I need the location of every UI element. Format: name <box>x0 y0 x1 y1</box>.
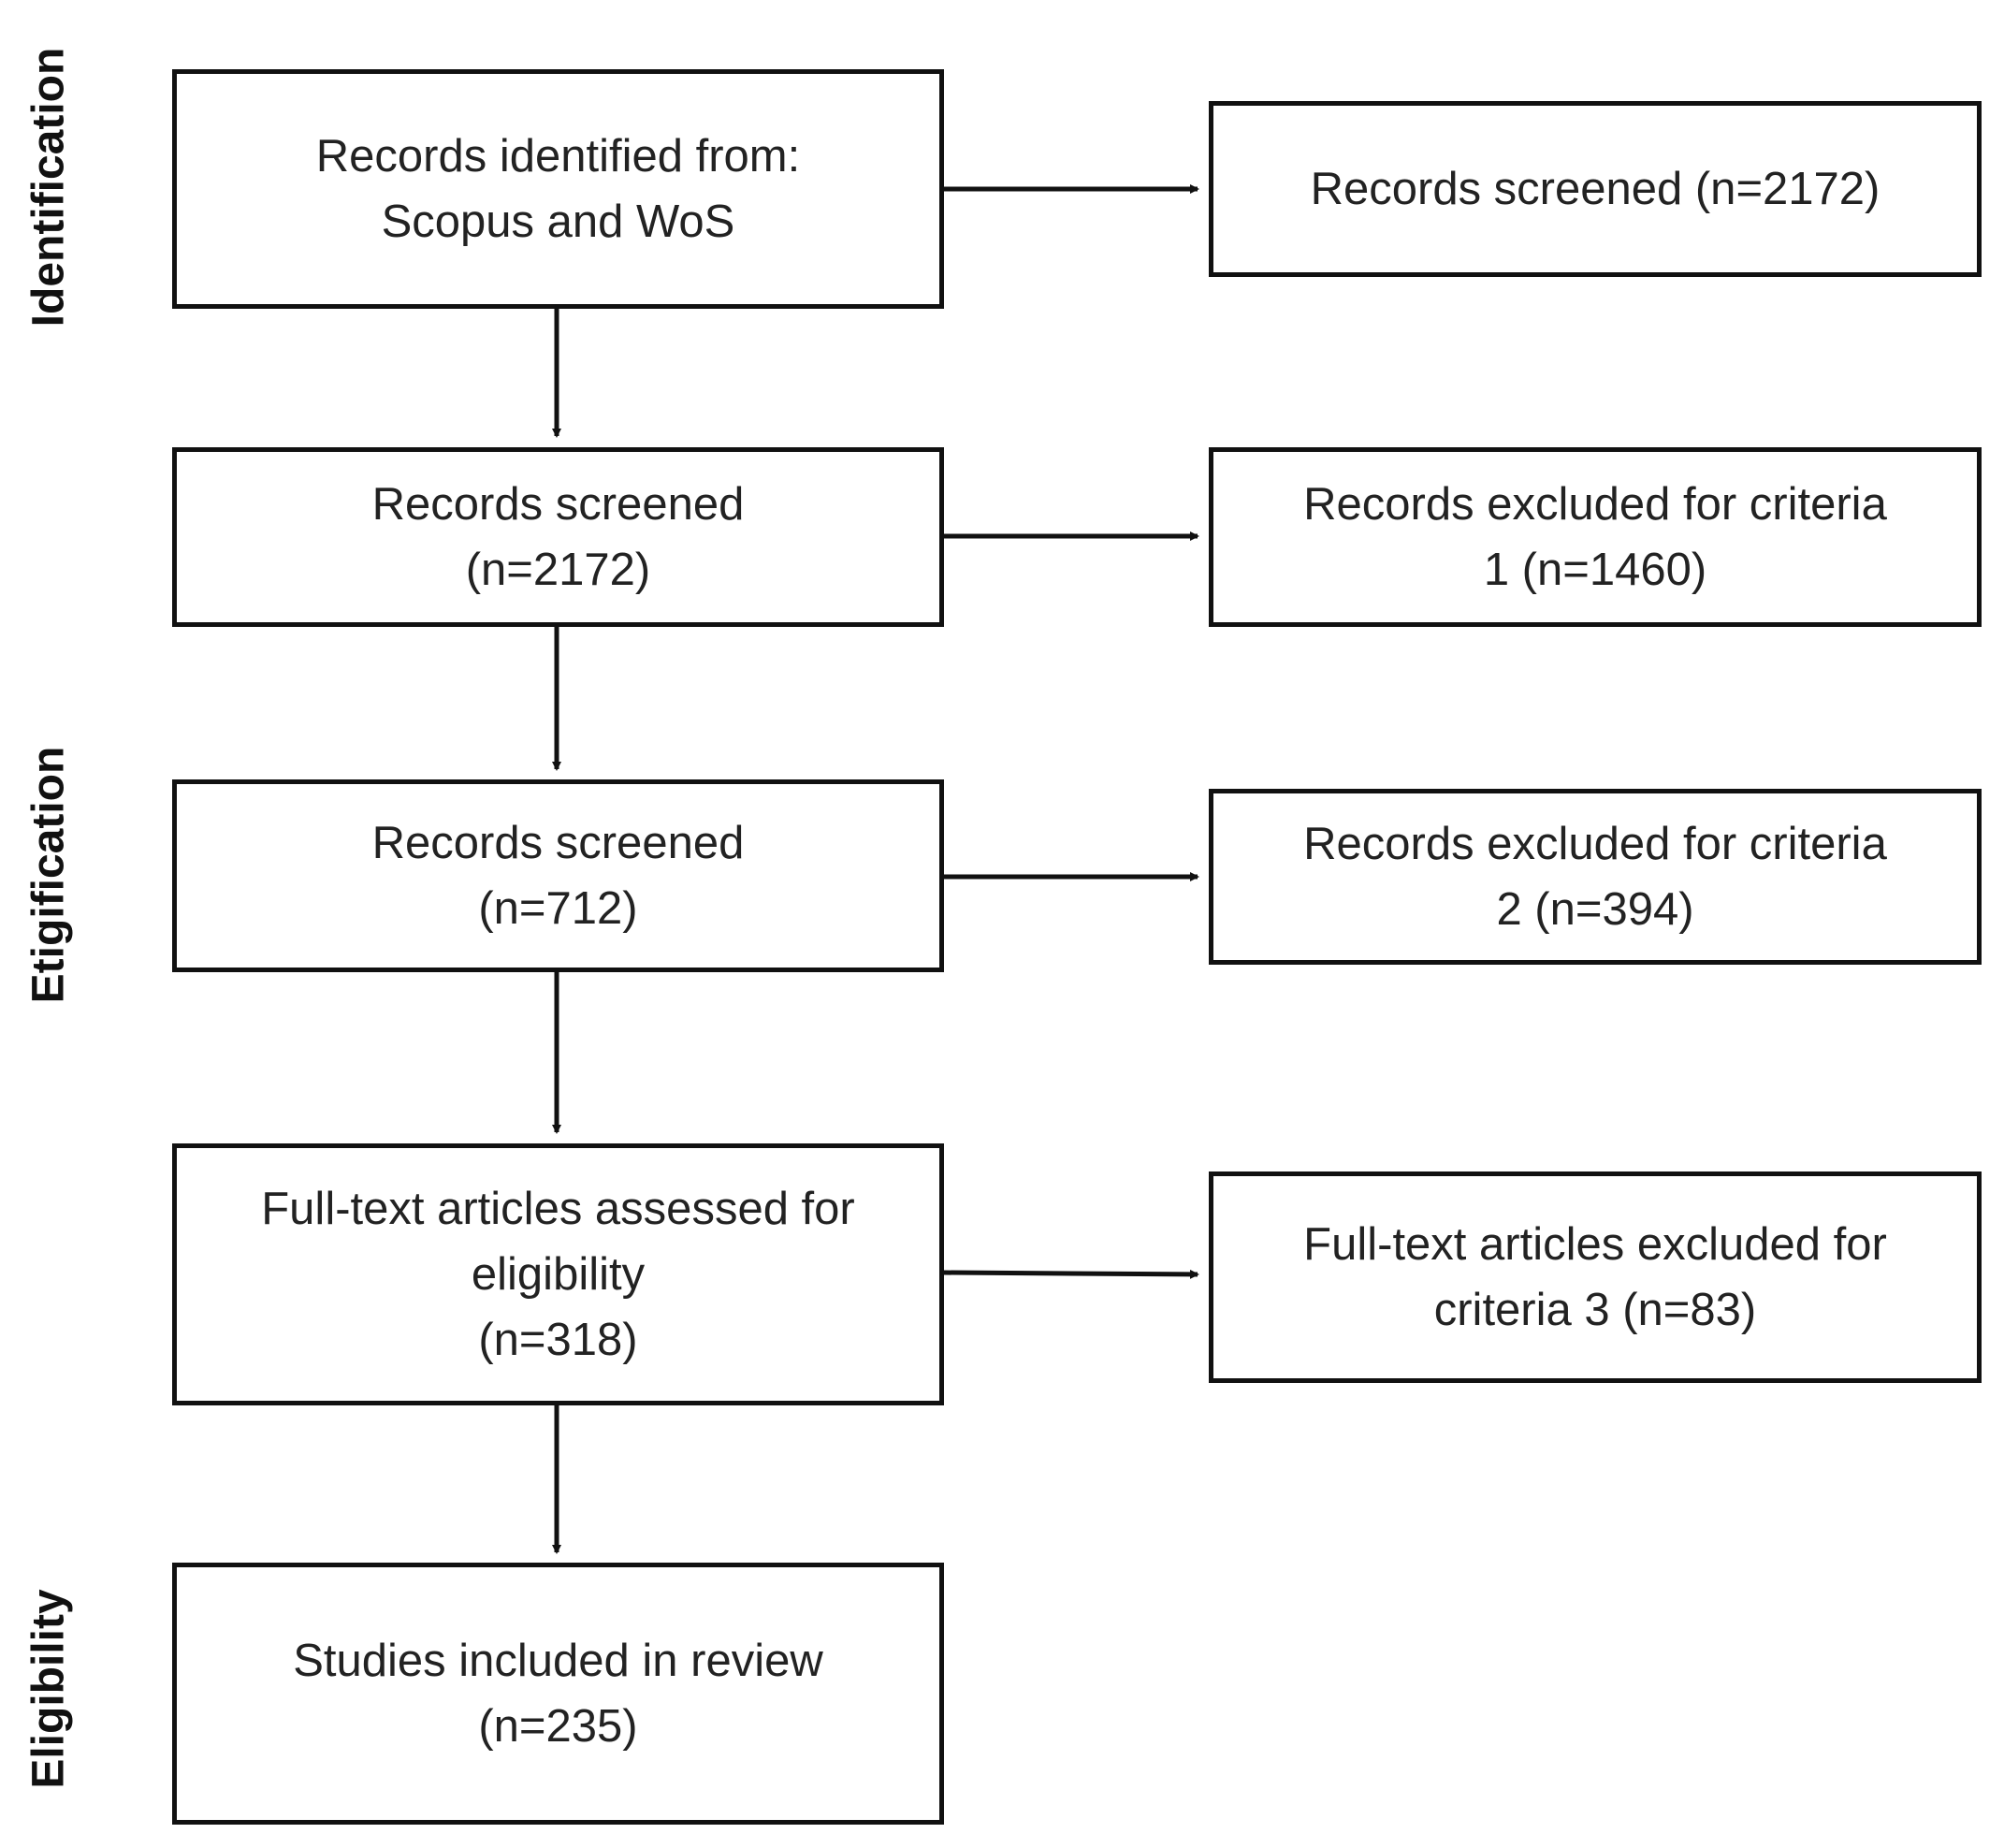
records-excluded-box-2: Records excluded for criteria 2 (n=394) <box>1209 789 1982 965</box>
records-screened-box-1: Records screened (n=2172) <box>172 447 944 627</box>
text-line: Scopus and WoS <box>381 196 735 247</box>
text-line: Full-text articles excluded for <box>1303 1219 1887 1270</box>
text-line: eligibility <box>471 1249 646 1300</box>
text-line: (n=235) <box>478 1701 638 1752</box>
fulltext-excluded-text: Full-text articles excluded for criteria… <box>1285 1212 1906 1343</box>
text-line: (n=318) <box>478 1315 638 1365</box>
text-line: (n=712) <box>478 883 638 934</box>
arrow-fulltext-to-excluded3 <box>942 1269 1199 1279</box>
fulltext-assessed-text: Full-text articles assessed for eligibil… <box>242 1176 874 1373</box>
text-line: Records identified from: <box>315 131 801 182</box>
text-line: Records screened <box>371 479 745 530</box>
records-screened-top-text: Records screened (n=2172) <box>1292 156 1899 222</box>
records-identified-box: Records identified from: Scopus and WoS <box>172 69 944 309</box>
records-identified-text: Records identified from: Scopus and WoS <box>298 124 819 255</box>
text-line: Records excluded for criteria <box>1303 819 1887 869</box>
records-excluded-text-1: Records excluded for criteria 1 (n=1460) <box>1285 472 1906 603</box>
records-excluded-box-1: Records excluded for criteria 1 (n=1460) <box>1209 447 1982 627</box>
text-line: (n=2172) <box>465 545 651 595</box>
text-line: 1 (n=1460) <box>1483 545 1707 595</box>
text-line: Records screened <box>371 818 745 868</box>
records-screened-box-2: Records screened (n=712) <box>172 779 944 972</box>
text-line: Records screened (n=2172) <box>1310 164 1881 214</box>
records-excluded-text-2: Records excluded for criteria 2 (n=394) <box>1285 811 1906 942</box>
records-screened-top-box: Records screened (n=2172) <box>1209 101 1982 277</box>
text-line: criteria 3 (n=83) <box>1433 1285 1757 1335</box>
fulltext-assessed-box: Full-text articles assessed for eligibil… <box>172 1143 944 1405</box>
studies-included-box: Studies included in review (n=235) <box>172 1563 944 1825</box>
records-screened-text-1: Records screened (n=2172) <box>354 472 763 603</box>
studies-included-text: Studies included in review (n=235) <box>274 1628 842 1759</box>
fulltext-excluded-box: Full-text articles excluded for criteria… <box>1209 1171 1982 1383</box>
text-line: 2 (n=394) <box>1496 884 1694 935</box>
text-line: Studies included in review <box>293 1636 823 1686</box>
records-screened-text-2: Records screened (n=712) <box>354 810 763 941</box>
text-line: Full-text articles assessed for <box>261 1184 855 1234</box>
text-line: Records excluded for criteria <box>1303 479 1887 530</box>
